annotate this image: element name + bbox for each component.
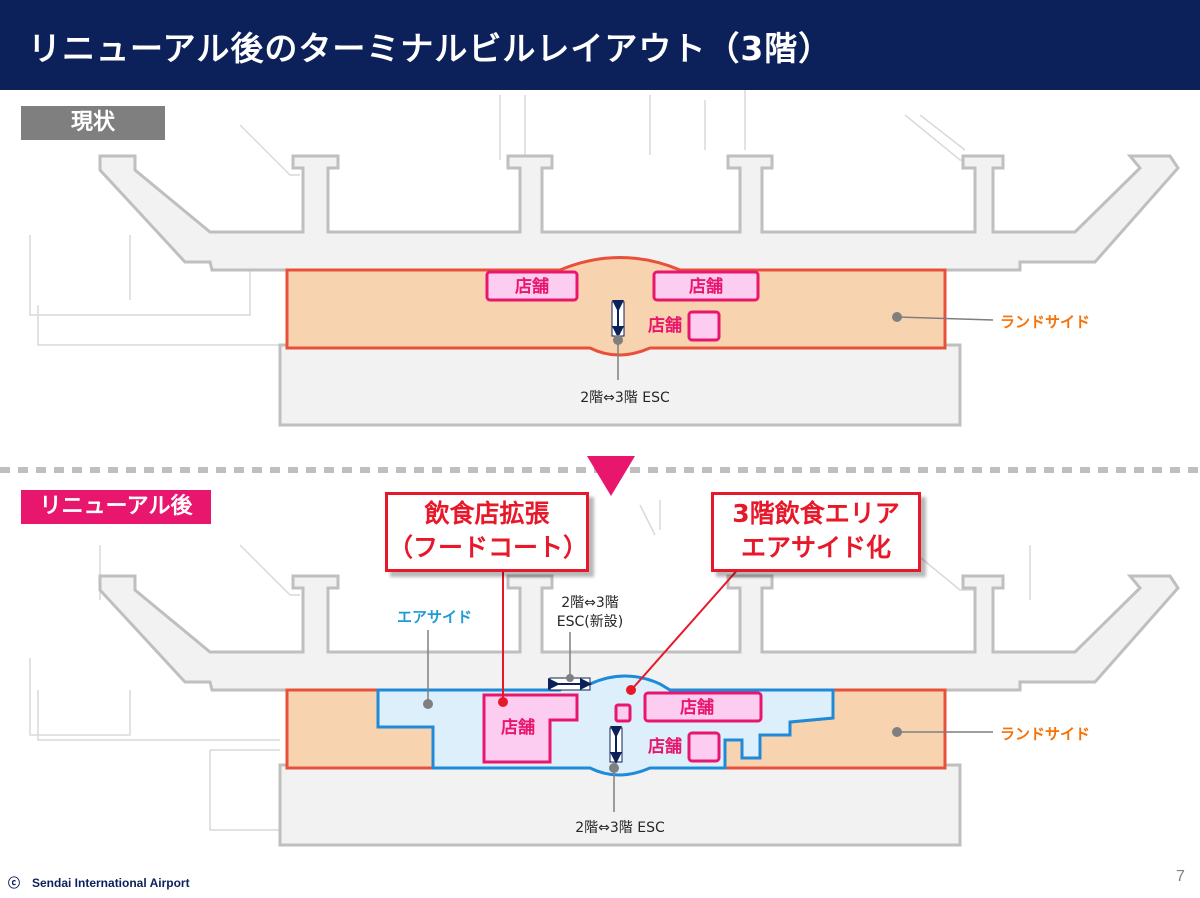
landside-label: ランドサイド: [1000, 725, 1090, 743]
callout-3f-airside: 3階飲食エリア エアサイド化: [711, 492, 921, 572]
shop-box: [652, 270, 760, 302]
landside-label: ランドサイド: [1000, 313, 1090, 331]
lower-hall: [278, 343, 962, 427]
background-outline: [29, 90, 980, 346]
new-esc-label-line2: ESC(新設): [557, 614, 623, 630]
callout-3f-line1: 3階飲食エリア: [732, 499, 900, 528]
terminal-outline: [98, 574, 1180, 692]
terminal-outline: [98, 154, 1180, 272]
callout-food-court: 飲食店拡張 （フードコート）: [385, 492, 589, 572]
shop-box: [687, 310, 721, 342]
shop-box-expanded: [482, 693, 579, 764]
callout-food-line2: （フードコート）: [388, 533, 589, 562]
shop-label: 店舗: [501, 717, 535, 738]
callout-food-line1: 飲食店拡張: [424, 499, 550, 528]
shop-label: 店舗: [648, 736, 682, 757]
current-floor-plan: 店舗 店舗 店舗 2階⇔3階 ESC ランドサイド: [29, 90, 1180, 427]
lower-hall: [278, 763, 962, 847]
shop-label: 店舗: [680, 697, 714, 718]
shop-box: [485, 270, 579, 302]
page-title: リニューアル後のターミナルビルレイアウト（3階）: [28, 29, 833, 68]
copyright-icon: ⓒ: [8, 876, 21, 890]
leader-dot: [566, 674, 574, 682]
renewal-floor-plan: 店舗 店舗 店舗 2階⇔3階 ESC 2階⇔3階 ESC(新設) エアサイド ラ…: [29, 500, 1180, 847]
shop-box: [687, 731, 721, 763]
footer-text: Sendai International Airport: [32, 876, 190, 890]
renewal-tag: リニューアル後: [21, 490, 211, 524]
page-number: 7: [1176, 868, 1185, 885]
shop-box-small: [614, 703, 632, 723]
leader-dot: [609, 763, 619, 773]
callout-dot: [498, 697, 508, 707]
shop-label: 店舗: [515, 276, 549, 297]
down-triangle-icon: [587, 456, 635, 496]
header-bar: リニューアル後のターミナルビルレイアウト（3階）: [0, 0, 1200, 90]
callout-leader-3f: [632, 566, 741, 689]
leader-line: [896, 316, 994, 321]
shop-box: [643, 691, 763, 723]
shop-label: 店舗: [689, 276, 723, 297]
leader-dot: [613, 335, 623, 345]
shop-label: 店舗: [648, 315, 682, 336]
leader-dot: [423, 699, 433, 709]
esc-label: 2階⇔3階 ESC: [575, 820, 665, 836]
callout-3f-line2: エアサイド化: [740, 533, 891, 562]
new-esc-label-line1: 2階⇔3階: [561, 595, 619, 611]
callout-dot: [626, 685, 636, 695]
esc-label: 2階⇔3階 ESC: [580, 390, 670, 406]
airside-label: エアサイド: [397, 608, 472, 626]
current-tag: 現状: [21, 106, 165, 140]
